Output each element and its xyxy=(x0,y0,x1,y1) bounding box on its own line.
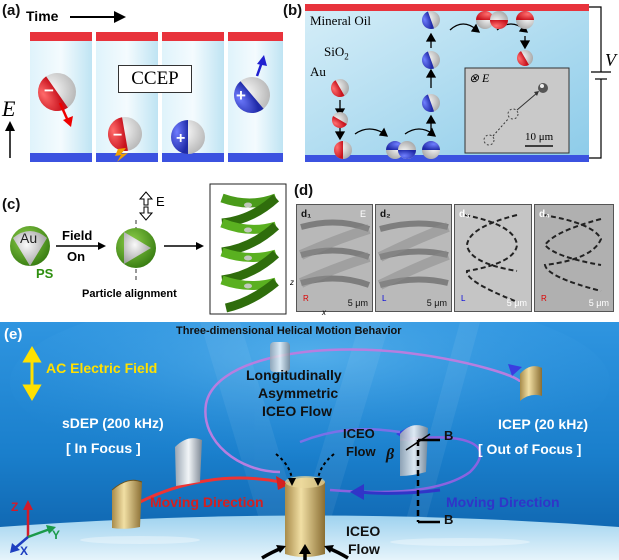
d2-scale: 5 μm xyxy=(426,298,447,308)
field-double-arrow xyxy=(138,191,154,221)
panel-b-label: (b) xyxy=(283,2,303,19)
inset-micrograph xyxy=(464,67,570,154)
panel-e-label: (e) xyxy=(4,326,23,343)
axis-x-label: X xyxy=(20,544,29,558)
janus-particle-3 xyxy=(171,120,205,154)
micrograph-d2: d₂ 5 μm L xyxy=(375,204,452,312)
d1-tag: d₁ xyxy=(301,209,312,220)
d3-corner: L xyxy=(461,294,466,303)
voltage-source xyxy=(589,6,611,159)
iceo-mid-2: Flow xyxy=(346,444,376,459)
longitudinal-line-1: Longitudinally xyxy=(246,367,342,383)
particle-left-silver xyxy=(175,438,202,486)
inset-field-label: ⊗ E xyxy=(469,71,490,85)
longitudinal-line-3: ICEO Flow xyxy=(262,403,332,419)
d3-scale: 5 μm xyxy=(506,298,527,308)
panel-b: (b) Mineral Oil SiO2 Au V ⊗ E 10 μm xyxy=(283,0,619,168)
particle-top-right-gold xyxy=(520,366,542,401)
panel-a: − − + + (a) Time E CCEP xyxy=(0,0,285,168)
micrograph-d4: d₄ 5 μm R xyxy=(534,204,614,312)
right-blue-path xyxy=(359,488,441,495)
d1-field-label: E xyxy=(359,209,366,219)
left-red-path xyxy=(139,476,281,504)
axis-y-label: Y xyxy=(52,528,61,542)
particle-right-silver xyxy=(400,425,428,476)
janus-particle-4 xyxy=(234,77,270,113)
on-text: On xyxy=(67,249,86,264)
helical-path-mid xyxy=(299,428,401,444)
sio2-sub: 2 xyxy=(344,51,349,62)
d-axis-x: x xyxy=(322,308,326,317)
ccep-box: CCEP xyxy=(118,65,192,93)
icep-label: ICEP (20 kHz) xyxy=(498,416,588,432)
icep-focus: [ Out of Focus ] xyxy=(478,441,582,457)
sign-2: − xyxy=(113,127,122,144)
particle-left-gold xyxy=(111,479,143,529)
d2-tag: d₂ xyxy=(380,209,391,220)
shell-label: PS xyxy=(36,266,54,281)
sdep-focus: [ In Focus ] xyxy=(66,440,141,456)
d1-corner: R xyxy=(303,294,309,303)
sio2-label: SiO2 xyxy=(324,44,349,62)
b-bottom-label: B xyxy=(444,512,454,527)
janus-particle-2 xyxy=(108,117,142,151)
sio2-text: SiO xyxy=(324,44,345,59)
micrograph-d3: d₃ 5 μm L xyxy=(454,204,532,312)
d1-scale: 5 μm xyxy=(347,298,368,308)
core-label: Au xyxy=(20,230,38,246)
d4-corner: R xyxy=(541,294,547,303)
medium-label: Mineral Oil xyxy=(310,13,372,28)
d3-tag: d₃ xyxy=(459,209,470,220)
d-axis-z: z xyxy=(290,278,294,287)
c-field-label: E xyxy=(156,194,165,209)
field-text: Field xyxy=(62,228,93,243)
helix-3d xyxy=(220,193,280,313)
field-e-label: E xyxy=(2,96,16,121)
panel-d-label: (d) xyxy=(294,182,314,199)
sign-1: − xyxy=(44,81,54,100)
beta-label: β xyxy=(386,446,395,463)
janus-particle-1 xyxy=(38,73,76,111)
voltage-label: V xyxy=(605,50,616,70)
panel-a-label: (a) xyxy=(2,2,21,19)
axis-z-label: Z xyxy=(11,500,19,514)
moving-right-label: Moving Direction xyxy=(446,494,560,510)
sign-3: + xyxy=(176,130,185,147)
panel-d: (d) d₁ E 5 μm R d₂ 5 μm L xyxy=(290,168,619,318)
spark-icon xyxy=(115,148,128,162)
b-top-label: B xyxy=(444,428,454,443)
xyz-axes xyxy=(10,500,56,553)
au-ps-particle xyxy=(10,226,50,266)
longitudinal-line-2: Asymmetric xyxy=(258,385,339,401)
iceo-bottom-1: ICEO xyxy=(346,523,381,539)
micrograph-d1: d₁ E 5 μm R xyxy=(296,204,373,312)
panel-c: (c) Au PS Field On E Particle alignment xyxy=(0,168,290,318)
panel-c-label: (c) xyxy=(2,196,21,213)
sign-4: + xyxy=(236,86,246,105)
au-label: Au xyxy=(310,64,326,79)
aligned-particle xyxy=(116,228,156,268)
helical-path-top xyxy=(204,348,522,474)
inset-scale-label: 10 μm xyxy=(525,131,554,143)
b-section-line xyxy=(405,433,440,524)
d2-corner: L xyxy=(382,294,387,303)
oil-particles xyxy=(331,11,534,159)
iceo-mid-1: ICEO xyxy=(343,426,375,441)
bottom-electrode xyxy=(305,155,589,162)
d4-tag: d₄ xyxy=(539,209,550,220)
top-electrode xyxy=(305,4,589,11)
panel-e: (e) Three-dimensional Helical Motion Beh… xyxy=(0,322,619,560)
alignment-label: Particle alignment xyxy=(82,288,177,300)
d4-scale: 5 μm xyxy=(588,298,609,308)
iceo-bottom-2: Flow xyxy=(348,541,380,557)
ac-field-label: AC Electric Field xyxy=(46,360,158,376)
moving-left-label: Moving Direction xyxy=(150,494,264,510)
ac-field-arrow xyxy=(22,346,42,401)
time-label: Time xyxy=(26,8,59,24)
particle-top-silver xyxy=(270,342,290,372)
sdep-label: sDEP (200 kHz) xyxy=(62,415,164,431)
panel-e-title: Three-dimensional Helical Motion Behavio… xyxy=(176,325,402,337)
